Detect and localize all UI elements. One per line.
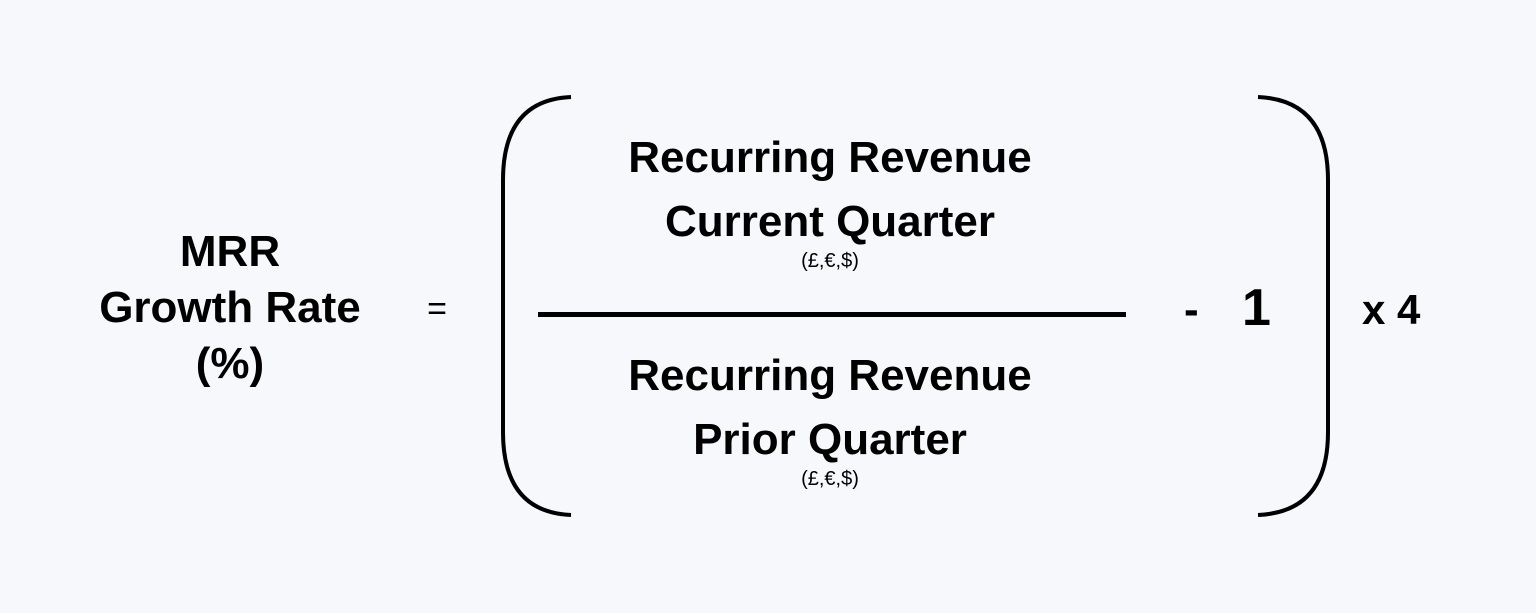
minus-sign: - <box>1184 285 1199 334</box>
denominator-line-2: Prior Quarter <box>693 415 967 464</box>
fraction-bar <box>538 312 1126 317</box>
numerator-line-1: Recurring Revenue <box>628 133 1032 182</box>
right-paren-icon <box>1257 95 1330 517</box>
denominator-unit: (£,€,$) <box>801 468 859 490</box>
lhs-label: MRR Growth Rate (%) <box>60 224 400 392</box>
numerator-unit: (£,€,$) <box>801 250 859 272</box>
lhs-line-mrr: MRR <box>179 227 281 276</box>
denominator: Recurring Revenue Prior Quarter (£,€,$) <box>560 344 1100 492</box>
numerator-line-2: Current Quarter <box>664 197 996 246</box>
constant-one: 1 <box>1242 279 1271 337</box>
multiplier: x 4 <box>1362 286 1421 333</box>
left-paren-icon <box>501 95 572 517</box>
lhs-line-percent: (%) <box>195 339 265 388</box>
equals-sign: = <box>427 290 447 328</box>
denominator-line-1: Recurring Revenue <box>628 351 1032 400</box>
lhs-line-growth-rate: Growth Rate <box>99 283 361 332</box>
numerator: Recurring Revenue Current Quarter (£,€,$… <box>560 126 1100 274</box>
